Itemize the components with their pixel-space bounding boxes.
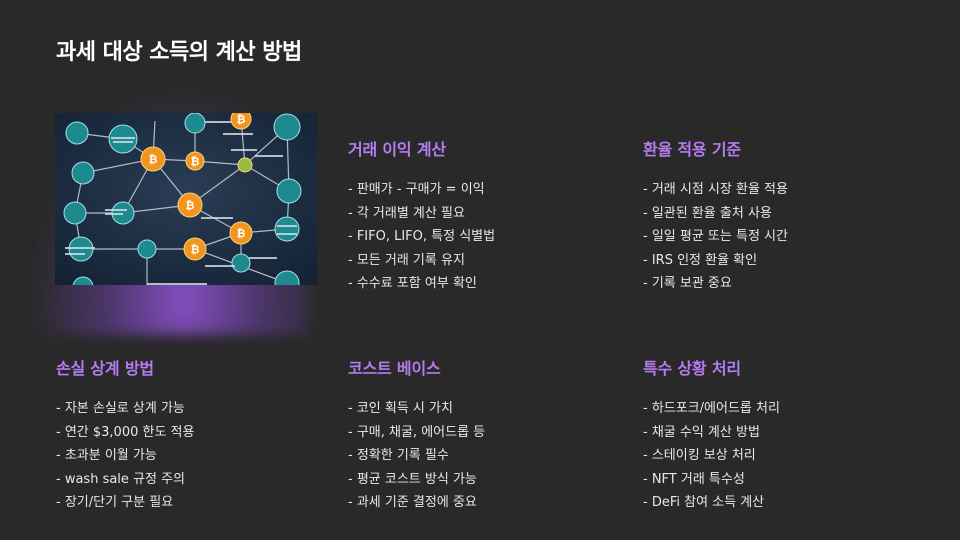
section-cost-basis: 코스트 베이스 - 코인 획득 시 가치 - 구매, 채굴, 에어드롭 등 - … (348, 355, 628, 515)
section-exchange-rate: 환율 적용 기준 - 거래 시점 시장 환율 적용 - 일관된 환율 출처 사용… (643, 136, 923, 296)
coin-glyph: ₿ (237, 113, 246, 126)
list-item: - 각 거래별 계산 필요 (348, 205, 465, 221)
section-heading: 특수 상황 처리 (643, 359, 741, 378)
list-item: - 모든 거래 기록 유지 (348, 252, 465, 268)
list-item: - 정확한 기록 필수 (348, 448, 449, 463)
coin-glyph: ₿ (149, 153, 158, 166)
list-item: - 일일 평균 또는 특정 시간 (643, 229, 788, 244)
list-item: - 코인 획득 시 가치 (348, 401, 453, 416)
list-item: - 평균 코스트 방식 가능 (348, 471, 477, 487)
section-heading: 환율 적용 기준 (643, 140, 741, 159)
list-item: - 판매가 - 구매가 = 이익 (348, 182, 485, 197)
list-item: - NFT 거래 특수성 (643, 471, 745, 487)
list-item: - 장기/단기 구분 필요 (56, 495, 174, 510)
list-item: - 채굴 수익 계산 방법 (643, 424, 760, 440)
bullet-list: - 거래 시점 시장 환율 적용 - 일관된 환율 출처 사용 - 일일 평균 … (643, 178, 923, 296)
section-loss-offset: 손실 상계 방법 - 자본 손실로 상계 가능 - 연간 $3,000 한도 적… (56, 355, 336, 515)
coin-glyph: ₿ (186, 199, 195, 212)
list-item: - IRS 인정 환율 확인 (643, 252, 758, 268)
section-special-cases: 특수 상황 처리 - 하드포크/에어드롭 처리 - 채굴 수익 계산 방법 - … (643, 355, 923, 515)
bullet-list: - 자본 손실로 상계 가능 - 연간 $3,000 한도 적용 - 초과분 이… (56, 397, 336, 515)
coin-glyph: ₿ (191, 243, 200, 256)
crypto-network-svg: ₿ ₿ ₿ ₿ ₿ ₿ (55, 113, 317, 285)
section-heading: 거래 이익 계산 (348, 140, 446, 159)
slide-title: 과세 대상 소득의 계산 방법 (56, 40, 302, 65)
list-item: - FIFO, LIFO, 특정 식별법 (348, 229, 496, 244)
coin-glyph: ₿ (237, 227, 246, 240)
list-item: - 초과분 이월 가능 (56, 448, 157, 463)
list-item: - 연간 $3,000 한도 적용 (56, 424, 195, 440)
coin-glyph: ₿ (191, 155, 200, 168)
list-item: - 과세 기준 결정에 중요 (348, 495, 477, 510)
list-item: - 거래 시점 시장 환율 적용 (643, 182, 788, 197)
list-item: - 스테이킹 보상 처리 (643, 448, 756, 463)
list-item: - wash sale 규정 주의 (56, 471, 186, 487)
list-item: - 구매, 채굴, 에어드롭 등 (348, 424, 486, 440)
list-item: - 수수료 포함 여부 확인 (348, 276, 477, 291)
list-item: - 기록 보관 중요 (643, 276, 732, 291)
list-item: - 자본 손실로 상계 가능 (56, 401, 185, 416)
list-item: - 하드포크/에어드롭 처리 (643, 401, 780, 416)
section-heading: 손실 상계 방법 (56, 359, 154, 378)
bullet-list: - 코인 획득 시 가치 - 구매, 채굴, 에어드롭 등 - 정확한 기록 필… (348, 397, 628, 515)
crypto-network-image: ₿ ₿ ₿ ₿ ₿ ₿ (55, 113, 317, 285)
bullet-list: - 판매가 - 구매가 = 이익 - 각 거래별 계산 필요 - FIFO, L… (348, 178, 628, 296)
bullet-list: - 하드포크/에어드롭 처리 - 채굴 수익 계산 방법 - 스테이킹 보상 처… (643, 397, 923, 515)
list-item: - DeFi 참여 소득 계산 (643, 495, 765, 510)
section-heading: 코스트 베이스 (348, 359, 441, 378)
section-profit-calculation: 거래 이익 계산 - 판매가 - 구매가 = 이익 - 각 거래별 계산 필요 … (348, 136, 628, 296)
list-item: - 일관된 환율 출처 사용 (643, 205, 772, 221)
